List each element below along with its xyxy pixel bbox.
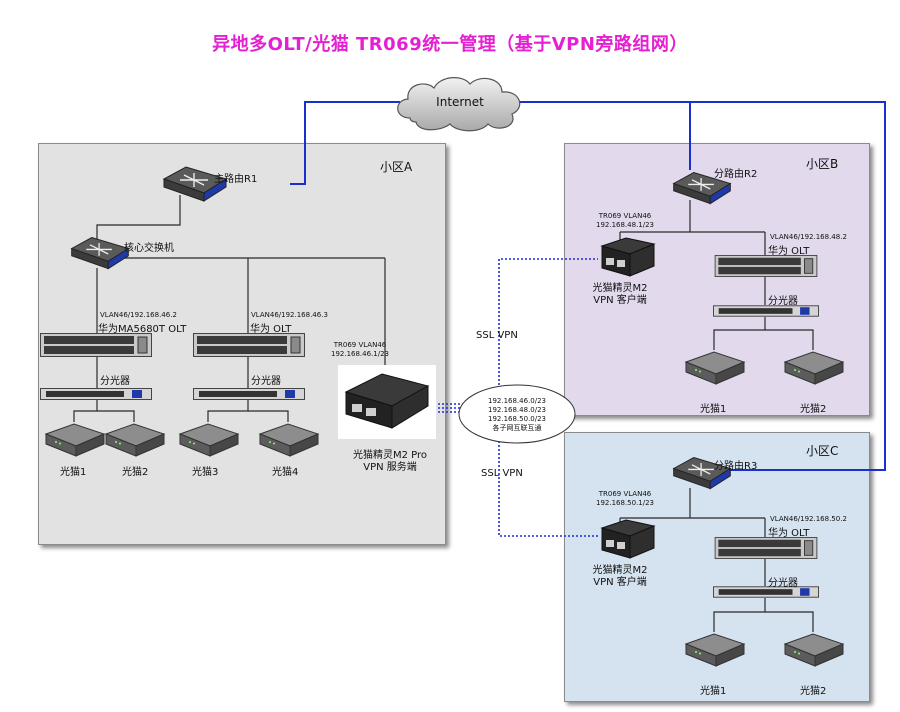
vpn-subnet-note: 各子网互联互通 (492, 424, 542, 432)
olt-b-name: 华为 OLT (768, 246, 810, 257)
splitter-a2-label: 分光器 (251, 376, 281, 387)
modem-b1-icon (684, 351, 746, 385)
link-splitter2-modems (207, 400, 249, 422)
modem-c2-icon (783, 633, 845, 667)
router-r2-icon (672, 172, 732, 205)
modem-c1-label: 光猫1 (700, 686, 727, 697)
splitter-a1-label: 分光器 (100, 376, 130, 387)
server-ip: 192.168.46.1/23 (330, 350, 390, 358)
modem-a1-label: 光猫1 (60, 467, 87, 478)
cloud-icon (397, 77, 521, 132)
internet-label: Internet (436, 95, 484, 109)
modem-b2-label: 光猫2 (800, 404, 827, 415)
lan-links-b (619, 200, 814, 350)
ssl-vpn-top-label: SSL VPN (476, 330, 518, 341)
olt-b-icon (714, 255, 818, 277)
server-role: VPN 服务端 (363, 462, 417, 473)
olt-b-vlan: VLAN46/192.168.48.2 (770, 233, 847, 241)
router-r1-label: 主路由R1 (214, 174, 258, 185)
core-switch-label: 核心交换机 (124, 243, 174, 254)
client-c-tr069: TR069 VLAN46 (598, 490, 652, 498)
olt-a2-name: 华为 OLT (250, 324, 292, 335)
olt-c-icon (714, 537, 818, 559)
link-c-splitter-modems (713, 598, 766, 632)
m2-client-c-icon (600, 519, 656, 559)
lan-links-a (73, 195, 386, 422)
region-b-name: 小区B (806, 157, 839, 171)
router-r3-label: 分路由R3 (714, 461, 758, 472)
modem-c2-label: 光猫2 (800, 686, 827, 697)
ssl-vpn-bottom-label: SSL VPN (481, 468, 523, 479)
client-c-ip: 192.168.50.1/23 (595, 499, 655, 507)
diagram-title: 异地多OLT/光猫 TR069统一管理（基于VPN旁路组网） (212, 34, 688, 55)
vpn-link-c (498, 437, 598, 537)
link-internet-r1 (290, 101, 400, 185)
router-r1-icon (162, 166, 228, 202)
modem-a4-label: 光猫4 (272, 467, 299, 478)
client-c-role: VPN 客户端 (593, 577, 647, 588)
router-r2-label: 分路由R2 (714, 169, 758, 180)
splitter-b-icon (713, 305, 819, 317)
modem-a3-label: 光猫3 (192, 467, 219, 478)
link-internet-r3 (518, 101, 886, 471)
m2-client-b-icon (600, 237, 656, 277)
modem-c1-icon (684, 633, 746, 667)
link-internet-r2 (518, 101, 691, 170)
link-splitter2-modem4 (248, 410, 289, 422)
core-switch-icon (70, 237, 130, 270)
olt-c-name: 华为 OLT (768, 528, 810, 539)
olt-a2-icon (193, 333, 305, 357)
client-b-ip: 192.168.48.1/23 (595, 221, 655, 229)
vpn-subnet-1: 192.168.46.0/23 (487, 397, 547, 405)
link-splitter1-modem2 (97, 410, 135, 422)
splitter-a1-icon (40, 388, 152, 400)
lan-links-c (619, 488, 814, 632)
region-c-name: 小区C (806, 444, 839, 458)
client-c-name: 光猫精灵M2 (592, 565, 648, 576)
olt-a1-vlan: VLAN46/192.168.46.2 (100, 311, 177, 319)
splitter-c-icon (713, 586, 819, 598)
client-b-name: 光猫精灵M2 (592, 283, 648, 294)
olt-a1-name: 华为MA5680T OLT (98, 324, 187, 335)
router-r3-icon (672, 457, 732, 490)
client-b-role: VPN 客户端 (593, 295, 647, 306)
vpn-link-b (498, 258, 598, 393)
link-splitter1-modems (73, 400, 98, 422)
modem-a2-icon (104, 423, 166, 457)
link-c-splitter-modem2 (765, 611, 814, 632)
link-r1-core (96, 195, 181, 243)
olt-a2-vlan: VLAN46/192.168.46.3 (251, 311, 328, 319)
link-b-splitter-modem2 (765, 329, 814, 350)
vpn-subnet-3: 192.168.50.0/23 (487, 415, 547, 423)
modem-a1-icon (44, 423, 106, 457)
modem-b1-label: 光猫1 (700, 404, 727, 415)
olt-c-vlan: VLAN46/192.168.50.2 (770, 515, 847, 523)
modem-a3-icon (178, 423, 240, 457)
modem-a2-label: 光猫2 (122, 467, 149, 478)
server-tr069: TR069 VLAN46 (333, 341, 387, 349)
vpn-hub-ellipse (458, 384, 576, 444)
m2-pro-server-icon (344, 373, 430, 429)
modem-b2-icon (783, 351, 845, 385)
link-b-splitter-modems (713, 317, 766, 350)
splitter-a2-icon (193, 388, 305, 400)
olt-a1-icon (40, 333, 152, 357)
vpn-subnet-2: 192.168.48.0/23 (487, 406, 547, 414)
client-b-tr069: TR069 VLAN46 (598, 212, 652, 220)
region-a-name: 小区A (380, 160, 413, 174)
splitter-c-label: 分光器 (768, 578, 798, 589)
server-name: 光猫精灵M2 Pro (352, 450, 428, 461)
modem-a4-icon (258, 423, 320, 457)
splitter-b-label: 分光器 (768, 296, 798, 307)
internet-links (290, 101, 886, 471)
